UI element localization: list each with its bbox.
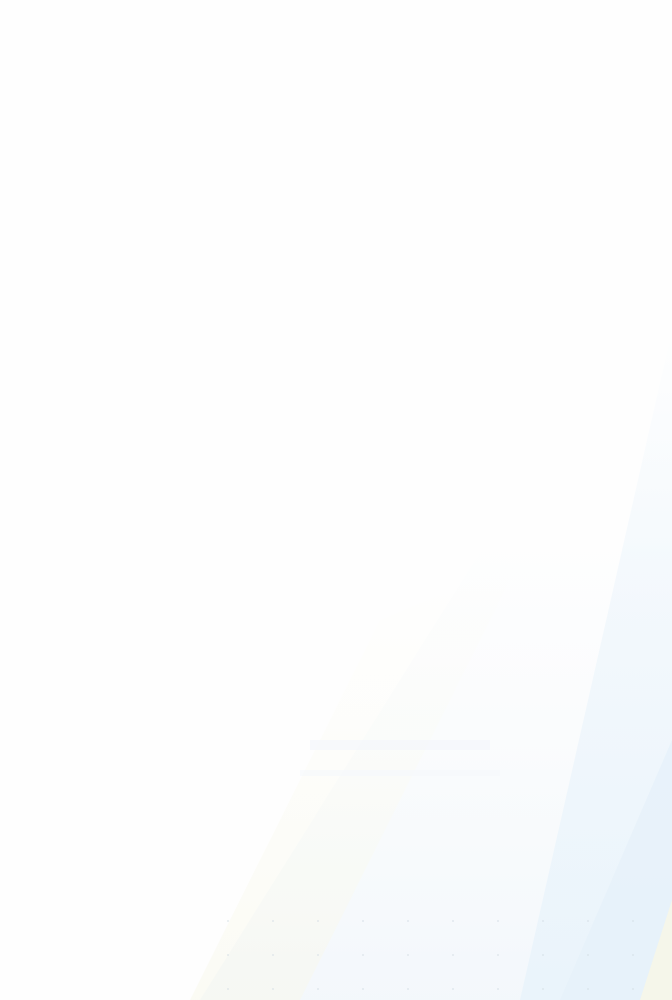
streak-1 bbox=[310, 740, 490, 750]
dot-pattern bbox=[195, 900, 672, 1000]
streak-2 bbox=[300, 770, 500, 776]
gradient-band-cream bbox=[190, 560, 520, 1000]
